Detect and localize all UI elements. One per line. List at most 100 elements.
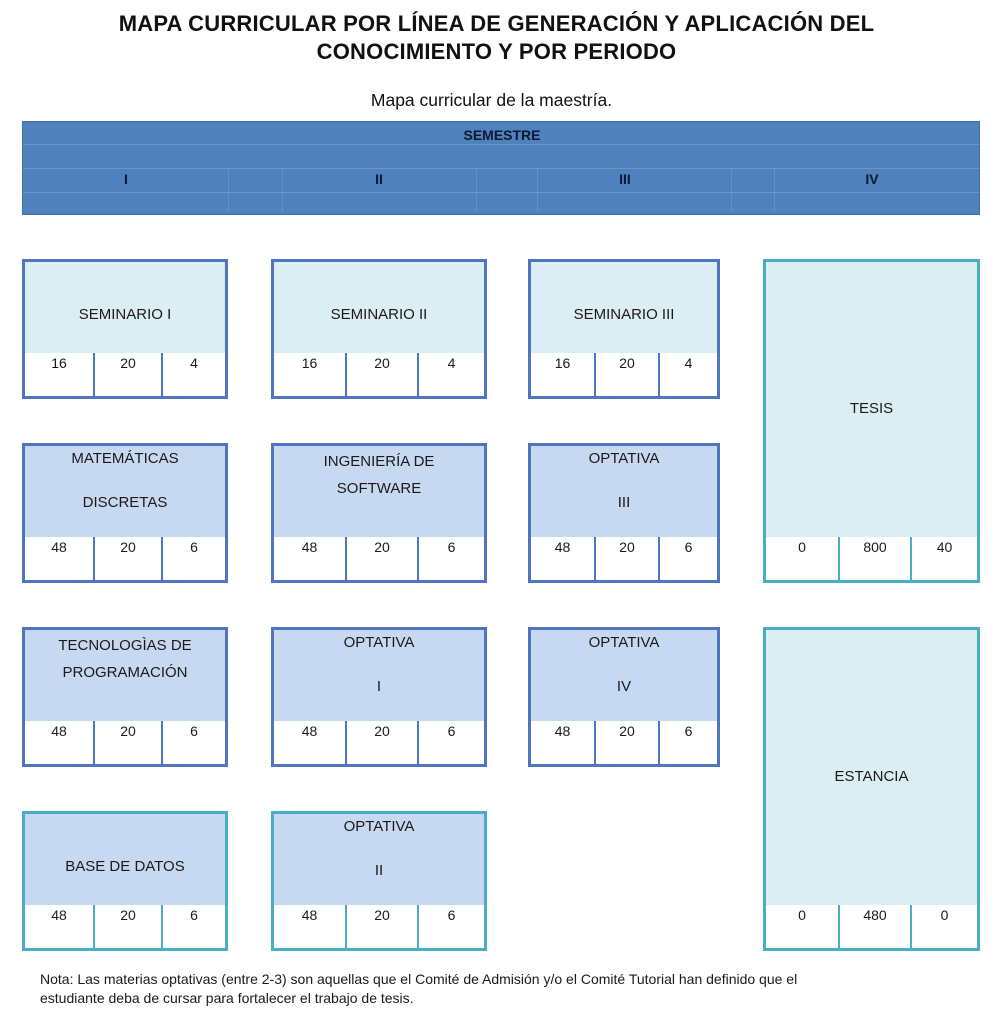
course-name-line: DISCRETAS bbox=[82, 494, 168, 511]
course-hours: 48 20 6 bbox=[274, 537, 484, 580]
course-name-line: BASE DE DATOS bbox=[65, 858, 185, 875]
hours-cell: 6 bbox=[161, 537, 225, 580]
hours-cell: 4 bbox=[417, 353, 484, 396]
course-tecnologias-programacion: TECNOLOGÌAS DE PROGRAMACIÓN 48 20 6 bbox=[22, 627, 228, 767]
course-name-line: OPTATIVA bbox=[343, 818, 415, 835]
page-title: MAPA CURRICULAR POR LÍNEA DE GENERACIÓN … bbox=[0, 10, 993, 66]
course-name: MATEMÁTICAS DISCRETAS bbox=[25, 446, 225, 540]
course-name-line: IV bbox=[616, 678, 632, 695]
hours-cell: 20 bbox=[345, 353, 417, 396]
course-name-line: TESIS bbox=[849, 400, 894, 417]
course-matematicas-discretas: MATEMÁTICAS DISCRETAS 48 20 6 bbox=[22, 443, 228, 583]
hours-cell: 6 bbox=[658, 537, 717, 580]
hours-cell: 48 bbox=[554, 723, 571, 739]
hours-cell: 20 bbox=[93, 721, 161, 764]
course-tesis: TESIS 0 800 40 bbox=[763, 259, 980, 583]
course-ingenieria-software: INGENIERÍA DE SOFTWARE 48 20 6 bbox=[271, 443, 487, 583]
band-divider bbox=[228, 169, 229, 212]
course-name: OPTATIVA III bbox=[531, 446, 717, 540]
footnote-line-2: estudiante deba de cursar para fortalece… bbox=[40, 990, 414, 1006]
hours-cell: 20 bbox=[345, 721, 417, 764]
course-name-line: OPTATIVA bbox=[343, 634, 415, 651]
course-hours: 48 20 6 bbox=[25, 537, 225, 580]
course-name: ESTANCIA bbox=[766, 630, 977, 908]
course-name-line: INGENIERÍA DE bbox=[323, 453, 435, 470]
course-seminario-iii: SEMINARIO III 16 20 4 bbox=[528, 259, 720, 399]
hours-cell: 20 bbox=[594, 353, 658, 396]
course-name: BASE DE DATOS bbox=[25, 814, 225, 908]
hours-cell: 20 bbox=[594, 537, 658, 580]
hours-cell: 40 bbox=[910, 537, 977, 580]
title-line-2: CONOCIMIENTO Y POR PERIODO bbox=[316, 39, 677, 64]
course-hours: 48 20 6 bbox=[25, 721, 225, 764]
course-base-de-datos: BASE DE DATOS 48 20 6 bbox=[22, 811, 228, 951]
course-name-line: ESTANCIA bbox=[834, 768, 909, 785]
hours-cell: 20 bbox=[93, 905, 161, 948]
semester-iii-label: III bbox=[619, 171, 631, 187]
hours-cell: 0 bbox=[798, 907, 806, 923]
band-divider bbox=[774, 169, 775, 212]
course-name-line: III bbox=[617, 494, 631, 511]
course-name: SEMINARIO I bbox=[25, 262, 225, 356]
title-line-1: MAPA CURRICULAR POR LÍNEA DE GENERACIÓN … bbox=[118, 11, 875, 36]
course-hours: 16 20 4 bbox=[531, 353, 717, 396]
hours-cell: 48 bbox=[301, 539, 318, 555]
hours-cell: 48 bbox=[51, 539, 67, 555]
hours-cell: 48 bbox=[51, 907, 67, 923]
band-divider bbox=[731, 169, 732, 212]
course-hours: 48 20 6 bbox=[274, 721, 484, 764]
course-optativa-iii: OPTATIVA III 48 20 6 bbox=[528, 443, 720, 583]
hours-cell: 20 bbox=[345, 905, 417, 948]
footnote-line-1: Nota: Las materias optativas (entre 2-3)… bbox=[40, 971, 798, 987]
hours-cell: 6 bbox=[417, 537, 484, 580]
semester-i-label: I bbox=[124, 171, 128, 187]
course-optativa-iv: OPTATIVA IV 48 20 6 bbox=[528, 627, 720, 767]
course-name: OPTATIVA I bbox=[274, 630, 484, 724]
course-name: OPTATIVA II bbox=[274, 814, 484, 908]
course-name: TESIS bbox=[766, 262, 977, 540]
footnote: Nota: Las materias optativas (entre 2-3)… bbox=[40, 970, 940, 1008]
hours-cell: 0 bbox=[910, 905, 977, 948]
hours-cell: 48 bbox=[301, 907, 318, 923]
course-name-line: OPTATIVA bbox=[588, 634, 660, 651]
subtitle: Mapa curricular de la maestría. bbox=[370, 90, 613, 110]
semester-ii-label: II bbox=[375, 171, 383, 187]
hours-cell: 800 bbox=[838, 537, 910, 580]
course-name-line: OPTATIVA bbox=[588, 450, 660, 467]
course-hours: 0 480 0 bbox=[766, 905, 977, 948]
hours-cell: 6 bbox=[161, 905, 225, 948]
hours-cell: 48 bbox=[554, 539, 571, 555]
band-divider bbox=[282, 169, 283, 212]
hours-cell: 20 bbox=[594, 721, 658, 764]
semester-header-band: SEMESTRE I II III IV bbox=[22, 121, 980, 215]
course-name: INGENIERÍA DE SOFTWARE bbox=[274, 446, 484, 540]
hours-cell: 6 bbox=[417, 721, 484, 764]
course-name-line: SOFTWARE bbox=[336, 480, 422, 497]
hours-cell: 6 bbox=[161, 721, 225, 764]
hours-cell: 20 bbox=[93, 537, 161, 580]
hours-cell: 20 bbox=[93, 353, 161, 396]
band-divider bbox=[537, 169, 538, 212]
semester-iv-label: IV bbox=[865, 171, 879, 187]
course-name-line: II bbox=[374, 862, 384, 879]
course-estancia: ESTANCIA 0 480 0 bbox=[763, 627, 980, 951]
course-seminario-i: SEMINARIO I 16 20 4 bbox=[22, 259, 228, 399]
hours-cell: 48 bbox=[301, 723, 318, 739]
hours-cell: 16 bbox=[51, 355, 67, 371]
band-stripe bbox=[23, 144, 979, 145]
course-hours: 0 800 40 bbox=[766, 537, 977, 580]
band-stripe bbox=[23, 168, 979, 169]
band-divider bbox=[476, 169, 477, 212]
course-name-line: PROGRAMACIÓN bbox=[62, 664, 188, 681]
course-hours: 48 20 6 bbox=[531, 721, 717, 764]
course-name: SEMINARIO II bbox=[274, 262, 484, 356]
course-name: SEMINARIO III bbox=[531, 262, 717, 356]
hours-cell: 20 bbox=[345, 537, 417, 580]
hours-cell: 6 bbox=[417, 905, 484, 948]
semester-label: SEMESTRE bbox=[463, 127, 541, 143]
course-name-line: SEMINARIO I bbox=[78, 306, 172, 323]
course-seminario-ii: SEMINARIO II 16 20 4 bbox=[271, 259, 487, 399]
course-hours: 48 20 6 bbox=[274, 905, 484, 948]
course-optativa-i: OPTATIVA I 48 20 6 bbox=[271, 627, 487, 767]
course-name-line: TECNOLOGÌAS DE bbox=[58, 637, 192, 654]
